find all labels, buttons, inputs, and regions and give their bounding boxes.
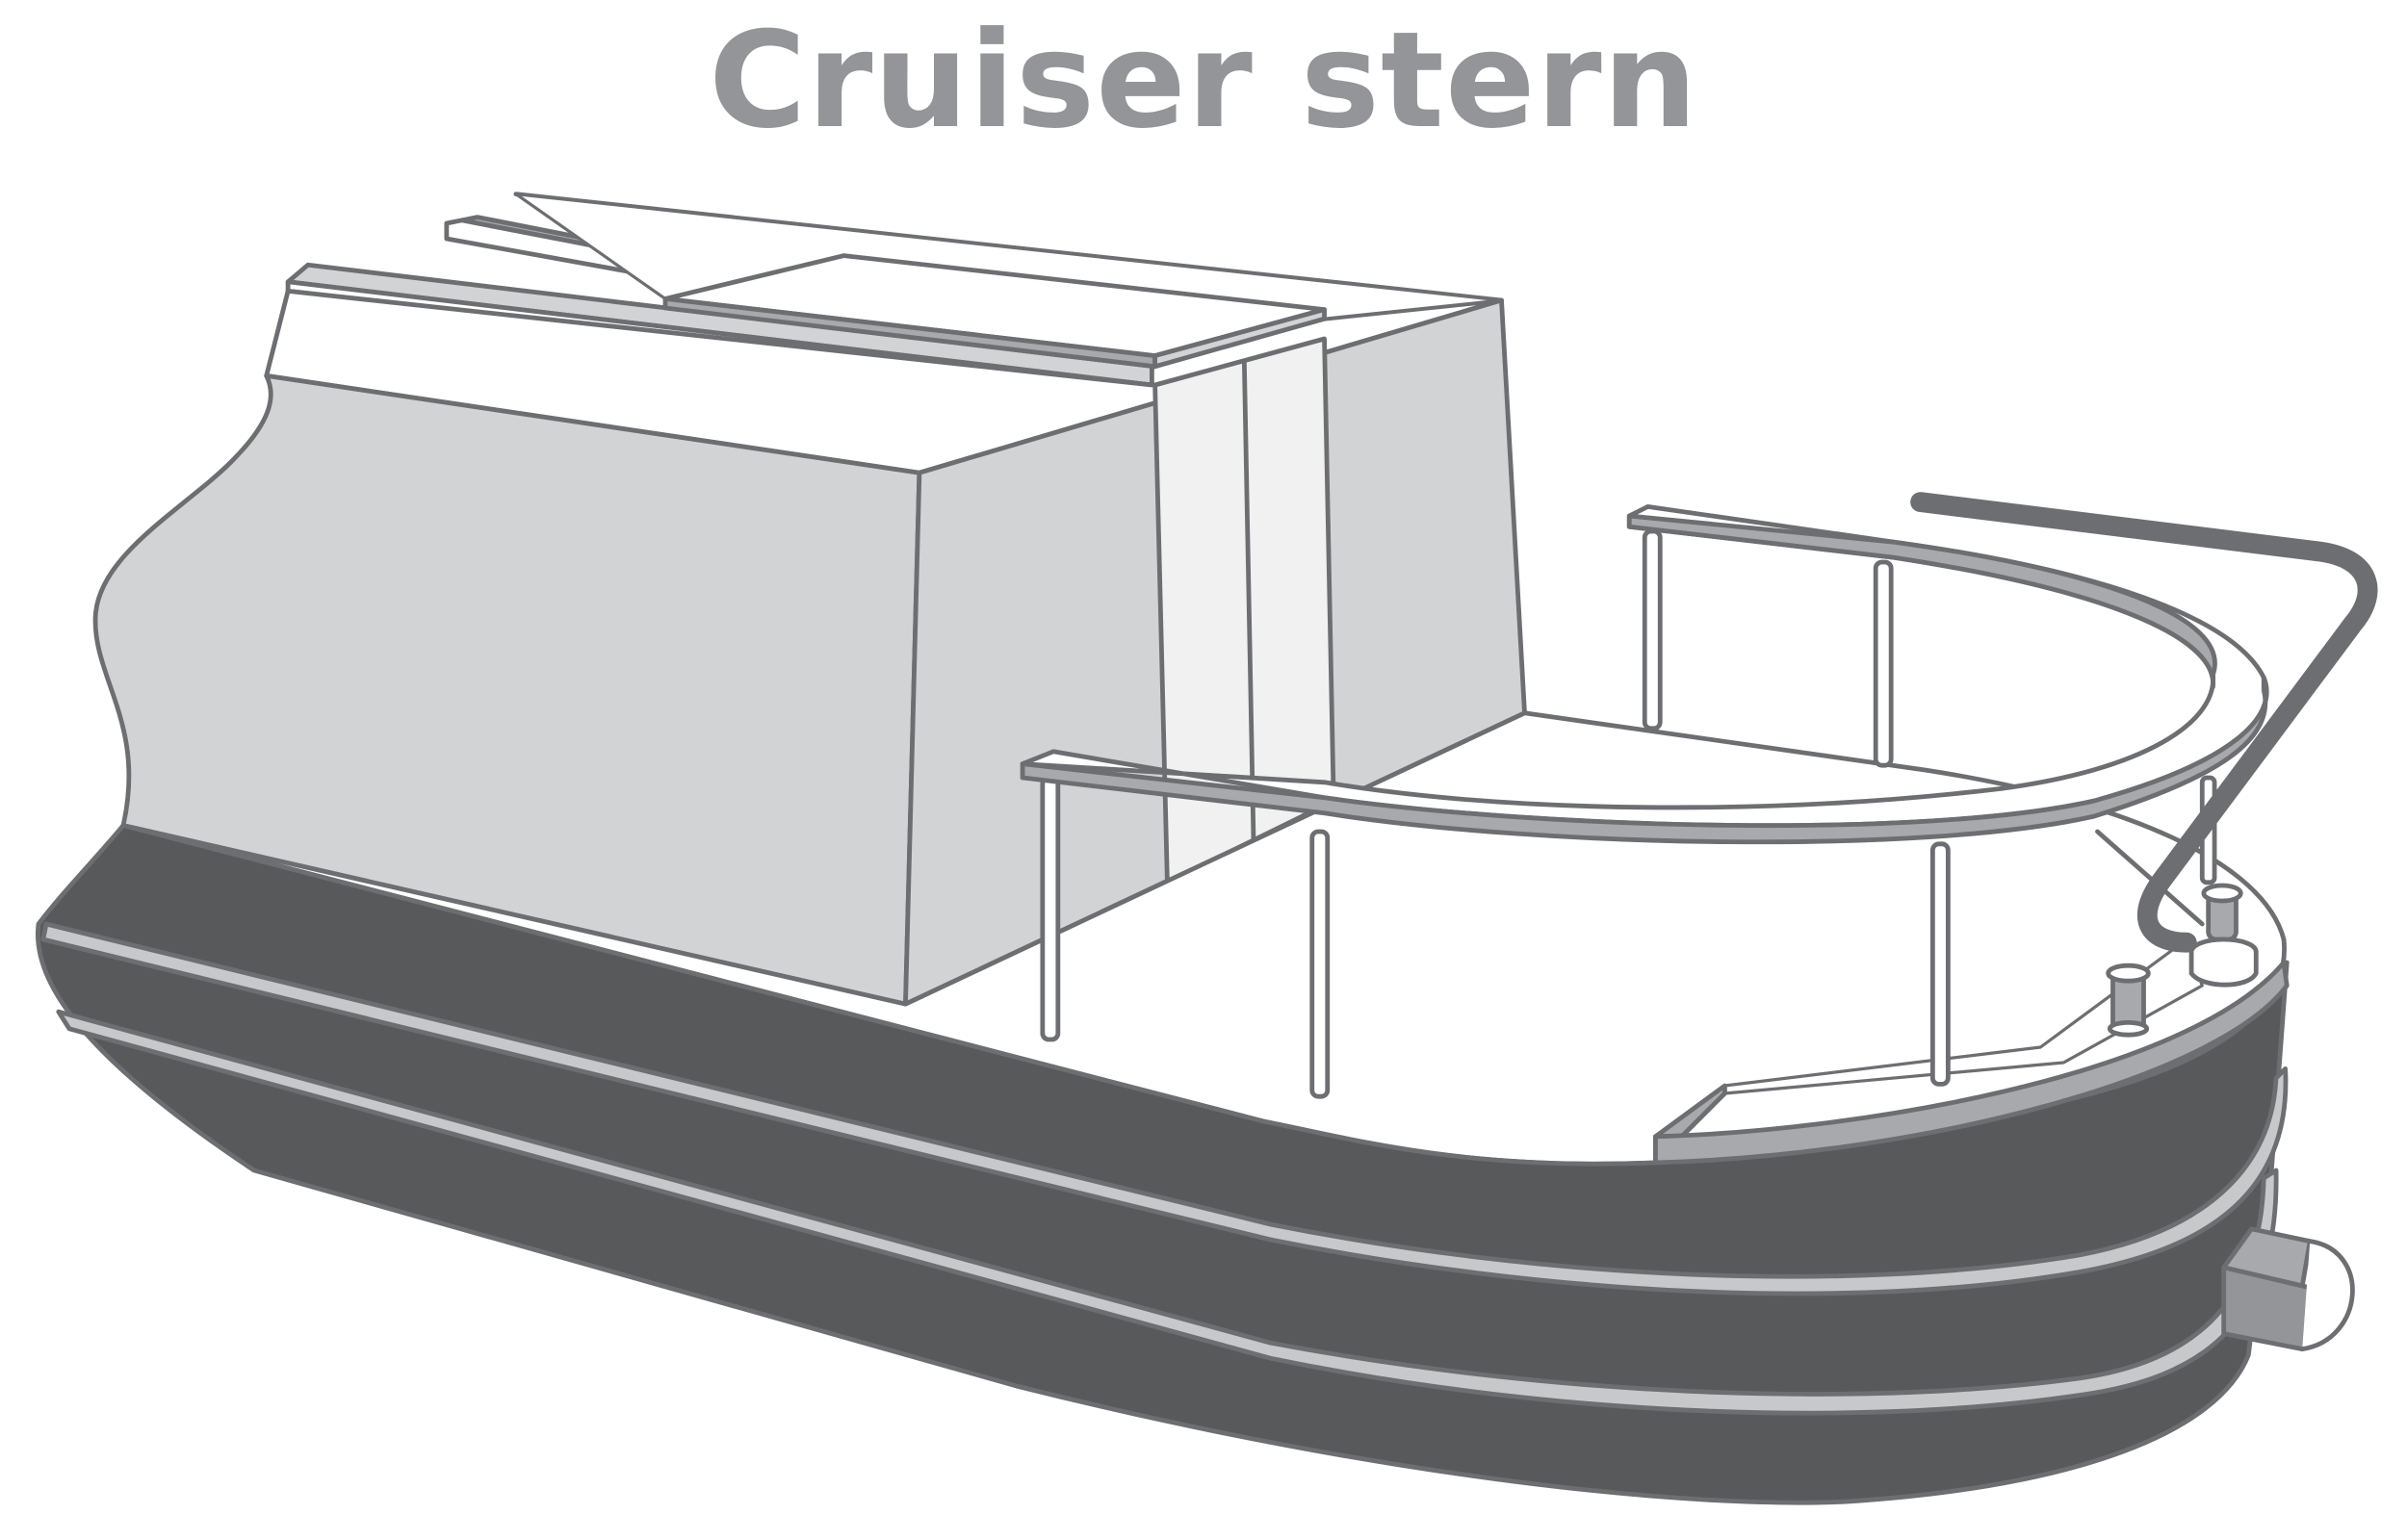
bollard-icon bbox=[2106, 883, 2259, 1038]
tiller-icon bbox=[1910, 492, 2378, 953]
sliding-hatch bbox=[662, 253, 1327, 370]
handrail bbox=[1020, 504, 2269, 845]
diagram-title: Cruiser stern bbox=[709, 3, 1698, 158]
cabin-side bbox=[92, 373, 922, 1007]
rubbing-strakes bbox=[40, 921, 2289, 1416]
stanchions bbox=[1040, 528, 2217, 1099]
rudder-icon bbox=[2221, 1226, 2355, 1352]
